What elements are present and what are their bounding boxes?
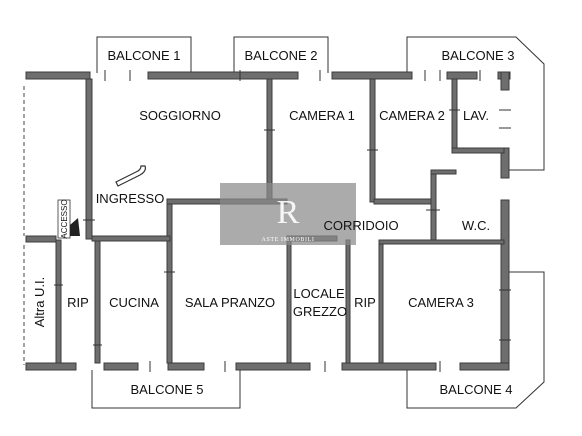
label-sala-pranzo: SALA PRANZO: [185, 295, 275, 310]
access-marker: [57, 199, 80, 239]
label-camera-1: CAMERA 1: [289, 108, 355, 123]
label-camera-2: CAMERA 2: [379, 108, 445, 123]
label-ingresso: INGRESSO: [96, 191, 165, 206]
label-altra-ui: Altra U.I.: [32, 277, 47, 328]
stair-symbol: [115, 165, 147, 187]
label-balcone-4: BALCONE 4: [440, 382, 513, 397]
label-accesso: ACCESSO: [60, 199, 69, 238]
label-balcone-5: BALCONE 5: [131, 382, 204, 397]
label-locale: LOCALE: [293, 286, 345, 301]
balcony-outlines: [91, 36, 545, 409]
walls: [25, 71, 511, 371]
watermark-brand: ASTE IMMOBILI: [262, 237, 315, 243]
room-labels: BALCONE 1 BALCONE 2 BALCONE 3 SOGGIORNO …: [32, 48, 514, 397]
label-corridoio: CORRIDOIO: [323, 218, 398, 233]
label-cucina: CUCINA: [109, 295, 159, 310]
label-grezzo: GREZZO: [293, 304, 347, 319]
label-soggiorno: SOGGIORNO: [139, 108, 221, 123]
label-rip-left: RIP: [67, 295, 89, 310]
watermark: R ASTE IMMOBILI: [220, 183, 356, 245]
label-camera-3: CAMERA 3: [408, 295, 474, 310]
label-wc: W.C.: [462, 218, 490, 233]
label-lav: LAV.: [463, 108, 489, 123]
label-rip-right: RIP: [354, 295, 376, 310]
label-balcone-2: BALCONE 2: [245, 48, 318, 63]
label-balcone-1: BALCONE 1: [108, 48, 181, 63]
label-balcone-3: BALCONE 3: [442, 48, 515, 63]
watermark-logo-glyph: R: [277, 194, 300, 231]
opening-ticks: [54, 70, 511, 372]
